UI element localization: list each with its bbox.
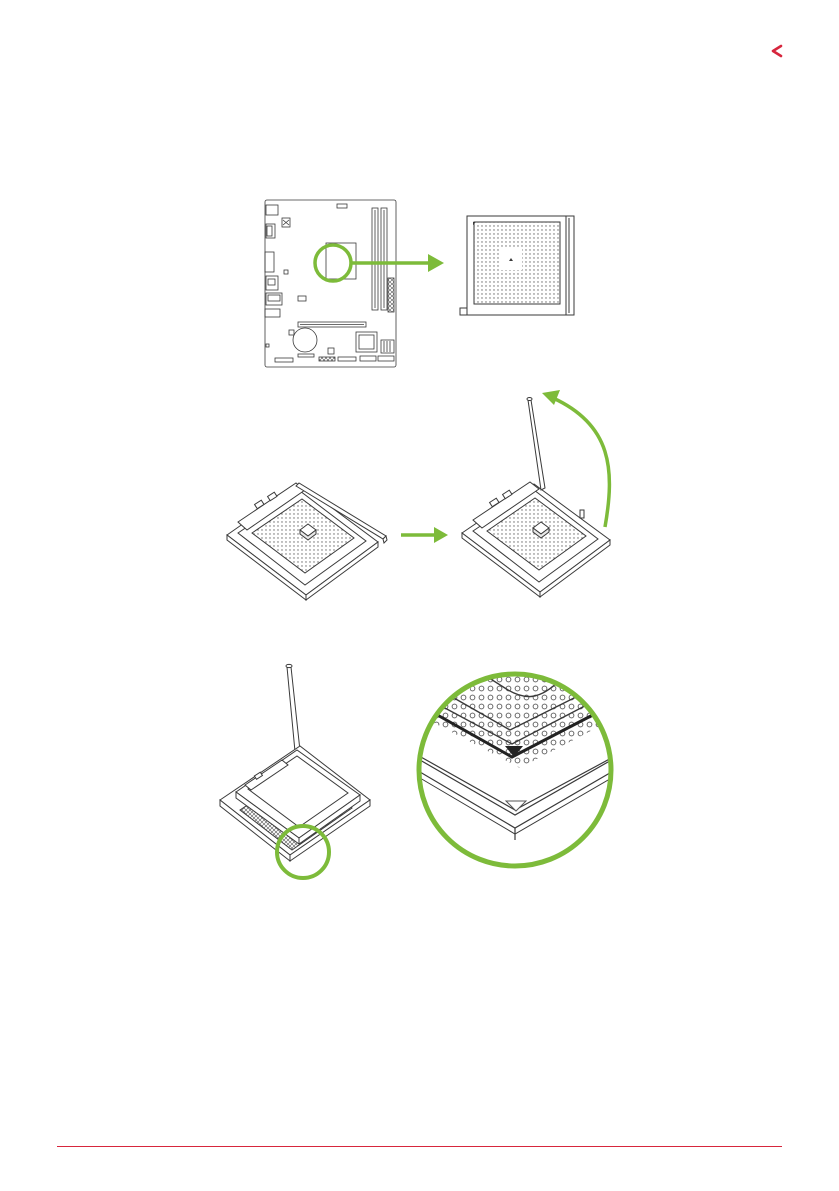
- motherboard-icon: [265, 200, 396, 367]
- socket-lever-open-icon: [462, 398, 610, 598]
- triangle-marker-zoom: [400, 640, 640, 880]
- footer-divider: [57, 1146, 782, 1147]
- cpu-in-socket-icon: [220, 664, 370, 861]
- socket-lever-closed-icon: [227, 483, 387, 600]
- chevron-left-icon: [773, 46, 781, 56]
- arrow-right-icon: [401, 527, 448, 543]
- socket-top-view-icon: [460, 216, 574, 315]
